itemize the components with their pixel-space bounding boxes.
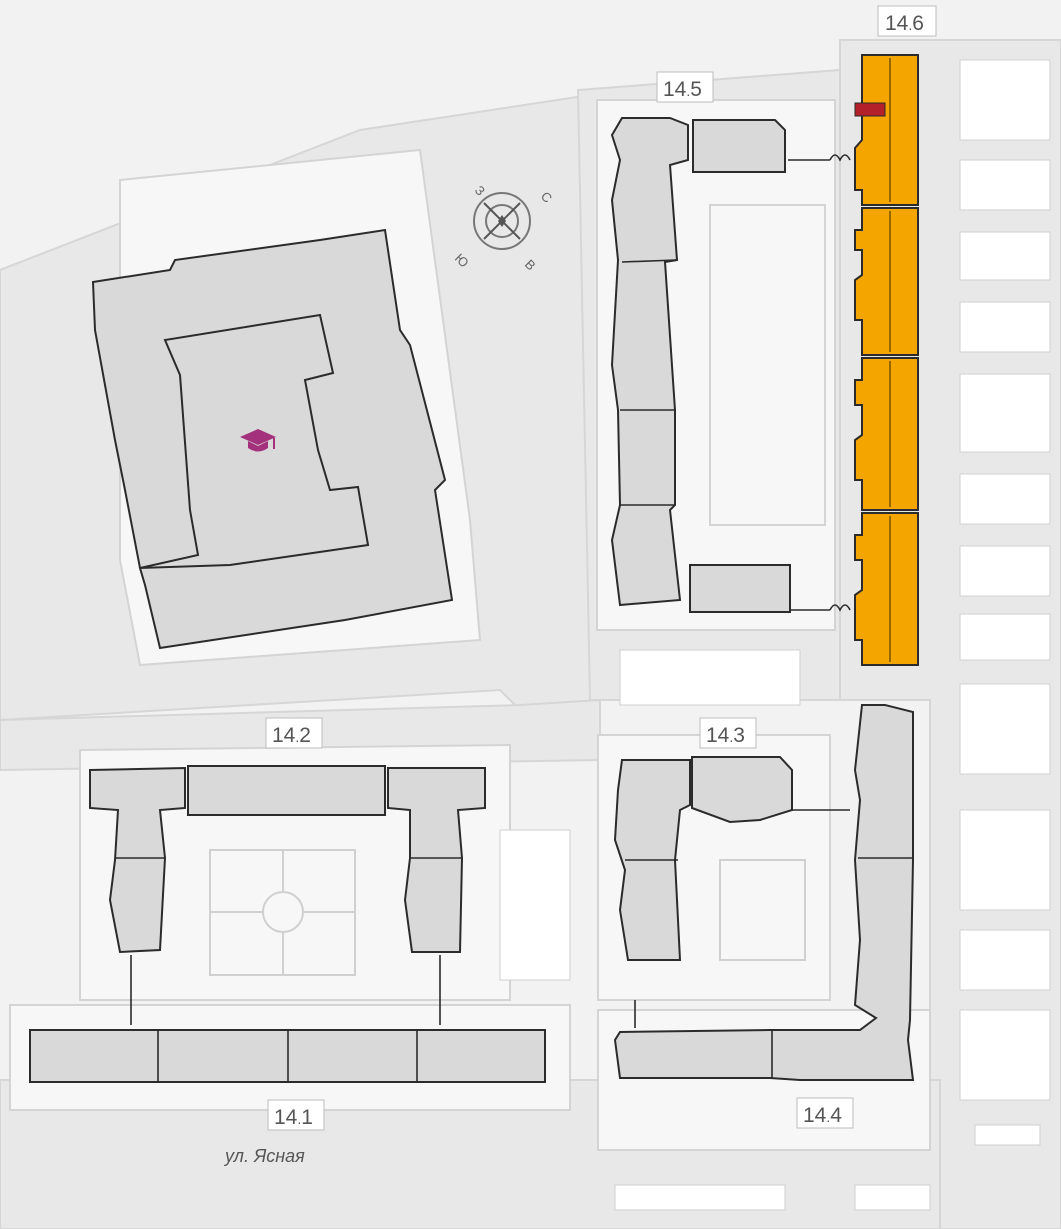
building-14-2[interactable] (89, 765, 486, 1025)
label-14-3[interactable]: 14.3 (699, 717, 757, 749)
svg-text:14.3: 14.3 (706, 724, 745, 747)
building-14-5[interactable] (610, 117, 830, 613)
parking-slots (499, 59, 1051, 1211)
svg-text:14.5: 14.5 (663, 78, 702, 101)
building-14-4[interactable] (613, 704, 915, 1081)
label-14-4[interactable]: 14.4 (796, 1097, 854, 1129)
building-14-3[interactable] (613, 756, 850, 961)
svg-text:14.6: 14.6 (885, 12, 924, 35)
courtyard-park (209, 849, 806, 976)
school-building (91, 228, 454, 650)
building-14-1[interactable] (29, 1029, 546, 1083)
street-name: ул. Ясная (223, 1146, 305, 1166)
svg-text:14.1: 14.1 (274, 1106, 313, 1129)
svg-text:14.2: 14.2 (272, 724, 311, 747)
label-14-5[interactable]: 14.5 (656, 71, 714, 103)
label-14-6[interactable]: 14.6 (877, 5, 937, 37)
label-14-1[interactable]: 14.1 (267, 1099, 325, 1131)
svg-text:14.4: 14.4 (803, 1104, 842, 1127)
selected-apartment[interactable] (854, 102, 886, 117)
building-14-6[interactable] (829, 54, 919, 666)
graduation-cap-icon (240, 429, 276, 452)
label-14-2[interactable]: 14.2 (265, 717, 323, 749)
